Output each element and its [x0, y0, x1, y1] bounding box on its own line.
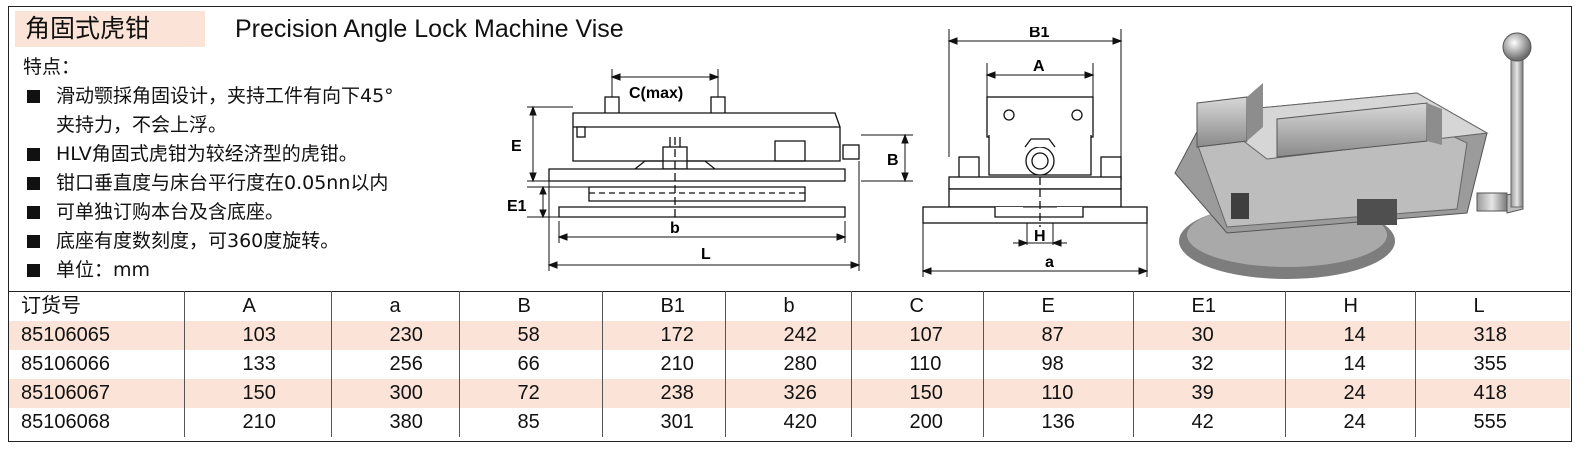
table-row: 85106066 133 256 66 210 280 110 98 32 14…	[9, 350, 1570, 379]
front-view-drawing: B1 A	[913, 27, 1159, 277]
table-cell: 230	[331, 321, 460, 350]
table-cell: 24	[1285, 408, 1416, 437]
feature-text: 钳口垂直度与床台平行度在0.05nn以内	[56, 172, 389, 194]
table-cell: 30	[1133, 321, 1286, 350]
table-cell: 85106066	[9, 350, 185, 379]
feature-text: 滑动颚採角固设计，夹持工件有向下45°	[56, 85, 394, 107]
table-cell: 14	[1285, 350, 1416, 379]
table-cell: 355	[1415, 350, 1570, 379]
table-cell: 300	[331, 379, 460, 408]
table-cell: 85106065	[9, 321, 185, 350]
dim-label-b1: B1	[1029, 27, 1050, 41]
table-header-cell: B	[459, 291, 603, 321]
title-english: Precision Angle Lock Machine Vise	[235, 15, 624, 43]
table-cell: 301	[602, 408, 726, 437]
table-cell: 256	[331, 350, 460, 379]
table-cell: 98	[983, 350, 1134, 379]
title-chinese: 角固式虎钳	[15, 11, 205, 47]
table-cell: 380	[331, 408, 460, 437]
product-sheet: 角固式虎钳 Precision Angle Lock Machine Vise …	[8, 6, 1572, 442]
table-cell: 72	[459, 379, 603, 408]
feature-item: 钳口垂直度与床台平行度在0.05nn以内	[23, 169, 493, 198]
dim-label-c-max: C(max)	[629, 85, 683, 102]
table-cell: 242	[725, 321, 852, 350]
square-bullet-icon	[27, 264, 40, 277]
feature-text: 底座有度数刻度，可360度旋转。	[56, 230, 340, 252]
feature-text-continued: 夹持力，不会上浮。	[56, 114, 228, 136]
dim-label-b-upper: B	[887, 152, 899, 169]
table-cell: 136	[983, 408, 1134, 437]
features-heading: 特点：	[23, 56, 81, 78]
square-bullet-icon	[27, 148, 40, 161]
feature-text: 单位：mm	[56, 259, 151, 281]
table-row: 85106065 103 230 58 172 242 107 87 30 14…	[9, 321, 1570, 350]
table-cell: 326	[725, 379, 852, 408]
table-cell: 14	[1285, 321, 1416, 350]
table-row: 85106067 150 300 72 238 326 150 110 39 2…	[9, 379, 1570, 408]
features-list: 特点： 滑动颚採角固设计，夹持工件有向下45° 夹持力，不会上浮。 HLV角固式…	[23, 53, 493, 285]
feature-item: 单位：mm	[23, 256, 493, 285]
table-cell: 87	[983, 321, 1134, 350]
feature-item: 底座有度数刻度，可360度旋转。	[23, 227, 493, 256]
dim-label-a: a	[1045, 254, 1054, 271]
table-cell: 420	[725, 408, 852, 437]
table-cell: 107	[851, 321, 984, 350]
spec-table: 订货号 A a B B1 b C E E1 H L 85106065 103 2…	[9, 291, 1570, 437]
table-cell: 133	[184, 350, 332, 379]
table-cell: 318	[1415, 321, 1570, 350]
table-header-cell: A	[184, 291, 332, 321]
side-view-drawing: C(max) E E1	[505, 61, 915, 275]
table-header-cell: b	[725, 291, 852, 321]
table-cell: 200	[851, 408, 984, 437]
vise-photo	[1167, 23, 1557, 289]
square-bullet-icon	[27, 90, 40, 103]
table-cell: 110	[851, 350, 984, 379]
table-cell: 238	[602, 379, 726, 408]
table-cell: 66	[459, 350, 603, 379]
table-cell: 39	[1133, 379, 1286, 408]
table-header-cell: a	[331, 291, 460, 321]
dim-label-a-upper: A	[1033, 58, 1045, 75]
table-cell: 210	[184, 408, 332, 437]
table-cell: 103	[184, 321, 332, 350]
feature-item: 滑动颚採角固设计，夹持工件有向下45°	[23, 82, 493, 111]
table-header-cell: E	[983, 291, 1134, 321]
table-cell: 210	[602, 350, 726, 379]
feature-item: 可单独订购本台及含底座。	[23, 198, 493, 227]
feature-text: HLV角固式虎钳为较经济型的虎钳。	[56, 143, 358, 165]
table-header-cell: 订货号	[9, 291, 185, 321]
table-cell: 150	[851, 379, 984, 408]
square-bullet-icon	[27, 177, 40, 190]
table-header-row: 订货号 A a B B1 b C E E1 H L	[9, 291, 1570, 321]
square-bullet-icon	[27, 235, 40, 248]
table-cell: 85106068	[9, 408, 185, 437]
dim-label-l: L	[701, 246, 711, 263]
table-header-cell: H	[1285, 291, 1416, 321]
table-row: 85106068 210 380 85 301 420 200 136 42 2…	[9, 408, 1570, 437]
table-cell: 110	[983, 379, 1134, 408]
dim-label-b: b	[670, 220, 680, 237]
table-cell: 85106067	[9, 379, 185, 408]
table-cell: 280	[725, 350, 852, 379]
table-cell: 172	[602, 321, 726, 350]
table-header-cell: C	[851, 291, 984, 321]
table-cell: 58	[459, 321, 603, 350]
feature-text: 可单独订购本台及含底座。	[56, 201, 285, 223]
table-header-cell: B1	[602, 291, 726, 321]
dim-label-e1: E1	[507, 198, 527, 215]
table-cell: 150	[184, 379, 332, 408]
table-cell: 418	[1415, 379, 1570, 408]
square-bullet-icon	[27, 206, 40, 219]
table-cell: 24	[1285, 379, 1416, 408]
table-header-cell: E1	[1133, 291, 1286, 321]
table-cell: 42	[1133, 408, 1286, 437]
table-cell: 85	[459, 408, 603, 437]
dim-label-e: E	[511, 138, 522, 155]
feature-item: HLV角固式虎钳为较经济型的虎钳。	[23, 140, 493, 169]
table-cell: 32	[1133, 350, 1286, 379]
dim-label-h: H	[1034, 228, 1046, 245]
table-cell: 555	[1415, 408, 1570, 437]
table-header-cell: L	[1415, 291, 1570, 321]
